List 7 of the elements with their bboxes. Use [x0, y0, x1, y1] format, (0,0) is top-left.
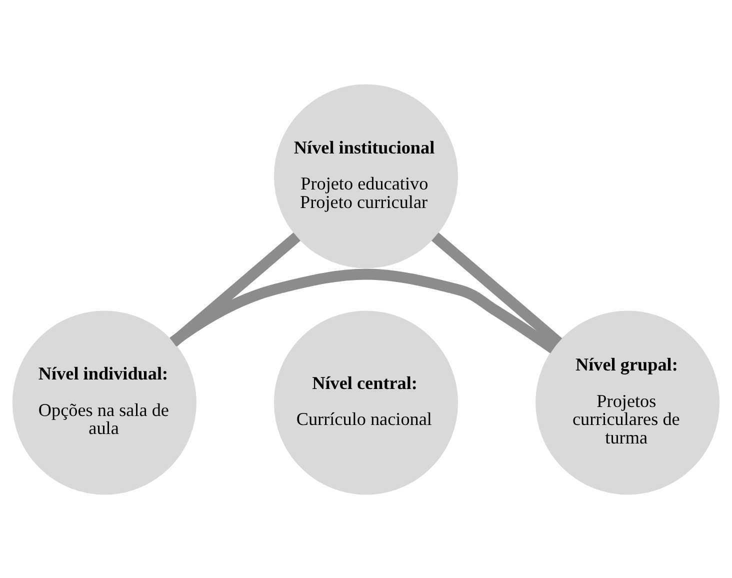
node-circle: Nível individual: Opções na sala de aula [12, 310, 196, 494]
connector [170, 268, 557, 353]
node-circle: Nível central: Currículo nacional [274, 310, 458, 494]
connector [432, 232, 562, 346]
node-circle: Nível grupal: Projetos curriculares de turma [536, 310, 720, 494]
node-circle: Nível institucional Projeto educativo Projeto curricular [274, 84, 458, 268]
connector [170, 232, 300, 346]
